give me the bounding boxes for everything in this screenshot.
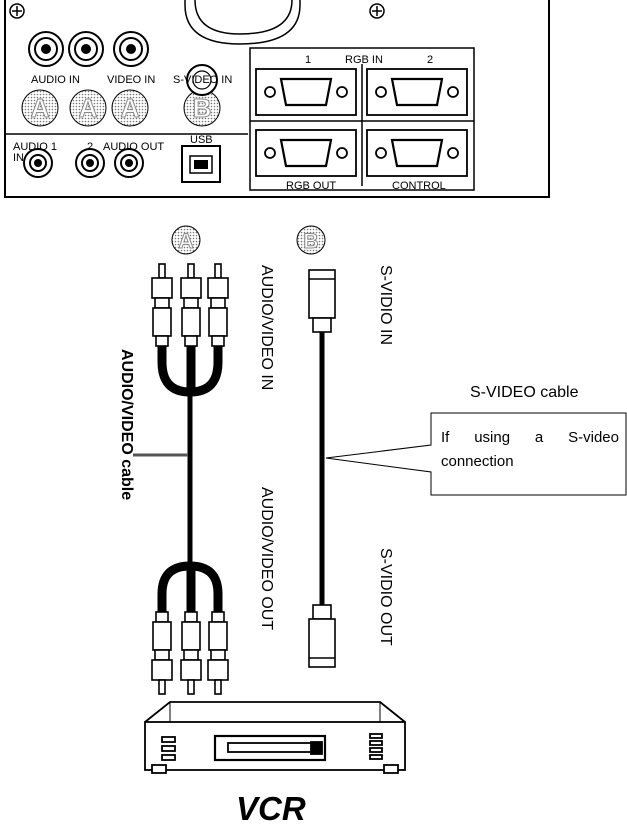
- audio-in-label: AUDIO IN: [31, 74, 80, 86]
- video-in-jack-icon: [113, 31, 149, 67]
- rgb-in-1-label: 1: [305, 54, 311, 66]
- marker-a-icon: [21, 89, 59, 127]
- audio1-in-jack-icon: [23, 148, 53, 178]
- audio-in-right-jack-icon: [68, 31, 104, 67]
- marker-a-letter: A: [79, 93, 98, 123]
- screw-icon: [9, 3, 25, 19]
- av-out-label: AUDIO/VIDEO OUT: [258, 487, 275, 631]
- control-connector-icon: [366, 129, 468, 177]
- rgb-in-1-connector-icon: [255, 68, 357, 116]
- rgb-in-label: RGB IN: [345, 54, 383, 66]
- screw-icon: [369, 3, 385, 19]
- rca-plug-icon: [180, 263, 202, 347]
- rear-panel: [4, 0, 550, 198]
- callout-line-2: connection: [441, 453, 514, 470]
- cable-marker-a-letter: A: [178, 230, 193, 253]
- rca-plug-icon: [207, 263, 229, 347]
- rca-plugs-top: [151, 263, 229, 347]
- rgb-in-2-connector-icon: [366, 68, 468, 116]
- video-in-label: VIDEO IN: [107, 74, 155, 86]
- vcr-icon: [144, 701, 406, 774]
- audio1-label: AUDIO 1: [13, 141, 57, 153]
- svideo-plug-top-icon: [308, 269, 336, 333]
- audio2-in-jack-icon: [75, 148, 105, 178]
- rgb-out-connector-icon: [255, 129, 357, 177]
- callout-word: using: [474, 429, 511, 446]
- cable-marker-b-letter: B: [303, 230, 318, 253]
- callout-word: If: [441, 429, 450, 446]
- control-label: CONTROL: [392, 180, 446, 192]
- rca-plug-icon: [151, 263, 173, 347]
- marker-a-letter: A: [121, 93, 140, 123]
- av-in-label: AUDIO/VIDEO IN: [258, 265, 275, 391]
- callout-word: a: [534, 429, 544, 446]
- audio-in-left-jack-icon: [28, 31, 64, 67]
- audio1-in-label: IN: [13, 152, 24, 164]
- audio-out-label: AUDIO OUT: [103, 141, 164, 153]
- svideo-cable-label: S-VIDEO cable: [470, 384, 579, 401]
- audio2-label: 2: [87, 141, 93, 153]
- marker-b-letter: B: [193, 93, 212, 123]
- callout-text: If using a S-video connection: [431, 413, 626, 495]
- rca-plug-icon: [151, 611, 173, 695]
- svideo-in-label: S-VIDEO IN: [173, 74, 232, 86]
- usb-port-icon: [181, 145, 221, 183]
- callout-line-1: If using a S-video: [441, 427, 619, 448]
- marker-a-icon: [111, 89, 149, 127]
- callout-word: S-video: [568, 429, 619, 446]
- svideo-plug-bottom-icon: [308, 604, 336, 668]
- audio-out-jack-icon: [114, 148, 144, 178]
- svideo-in-label: S-VIDIO IN: [377, 265, 394, 346]
- marker-a-icon: [69, 89, 107, 127]
- cable-marker-a-icon: [171, 225, 201, 255]
- svideo-out-label: S-VIDIO OUT: [377, 548, 394, 646]
- av-cable-label: AUDIO/VIDEO cable: [118, 349, 135, 501]
- rca-plugs-bottom: [151, 611, 229, 695]
- marker-a-letter: A: [31, 93, 50, 123]
- usb-label: USB: [190, 134, 213, 146]
- rgb-out-label: RGB OUT: [286, 180, 336, 192]
- cable-marker-b-icon: [296, 225, 326, 255]
- rca-plug-icon: [180, 611, 202, 695]
- rca-plug-icon: [207, 611, 229, 695]
- av-cable: [157, 340, 223, 617]
- svideo-in-jack-icon: [186, 64, 218, 96]
- vcr-title: VCR: [236, 790, 306, 827]
- callout-box: [325, 412, 627, 496]
- rgb-in-2-label: 2: [427, 54, 433, 66]
- svideo-cable: [308, 269, 336, 668]
